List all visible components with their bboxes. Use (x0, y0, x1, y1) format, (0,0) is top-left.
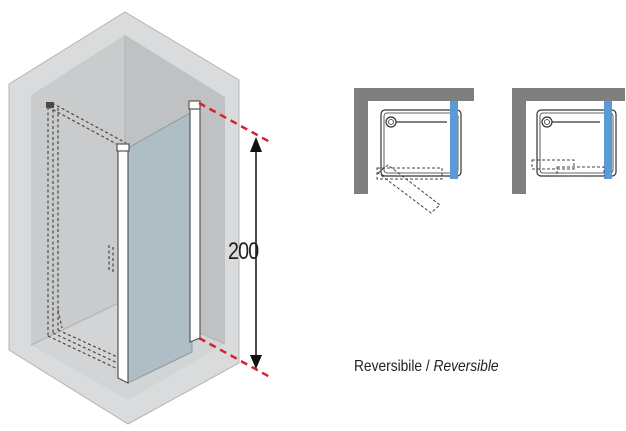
glass-pane (127, 111, 193, 384)
dimension-reference-lines (198, 101, 271, 379)
caption-separator: / (422, 358, 434, 375)
door-profile-left (117, 144, 129, 384)
plan2-tray (536, 109, 617, 177)
caption-italian: Reversibile (354, 358, 423, 375)
plan2-wall (512, 88, 625, 194)
dimension-arrow-icon (250, 137, 262, 369)
reversible-caption: Reversibile / Reversible (354, 358, 499, 376)
plan-view-inline (512, 88, 625, 194)
hinge-marker (46, 102, 54, 108)
shower-head-icon (385, 116, 397, 128)
caption-english: Reversible (433, 358, 499, 375)
plan1-tray (380, 109, 462, 177)
height-dimension-label: 200 (228, 238, 259, 265)
shower-head-icon-2 (541, 116, 553, 128)
door-open-ghost (47, 102, 127, 373)
wall-profile-right (189, 103, 201, 343)
plan-view-outward (354, 88, 474, 214)
room-left-wall (31, 35, 125, 345)
plan1-wall (354, 88, 474, 194)
plan2-glass (604, 101, 612, 179)
glass-door (116, 100, 201, 384)
plan1-glass (450, 101, 458, 179)
